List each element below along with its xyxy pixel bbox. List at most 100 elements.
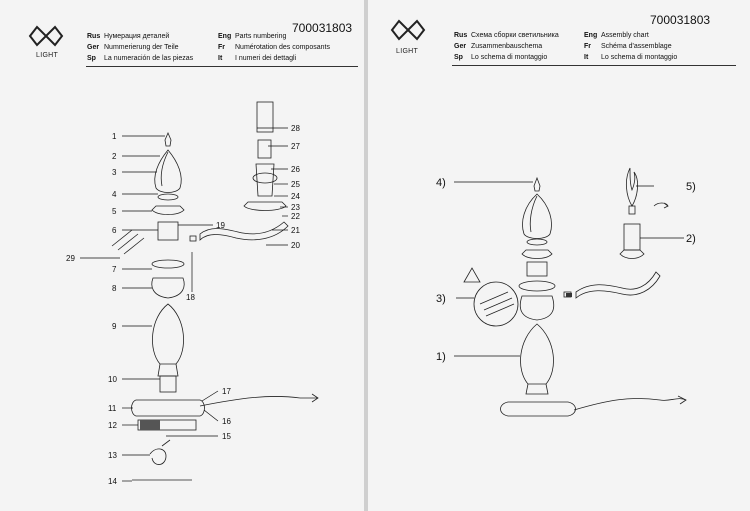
part-number: 21: [291, 226, 300, 235]
cord-part: [199, 396, 301, 407]
lang-code: Eng: [584, 32, 598, 39]
header-text: Zusammenbauschema: [471, 43, 543, 50]
part-number: 28: [291, 124, 300, 133]
flame-bulb-part: [626, 167, 638, 207]
part-number: 5: [112, 207, 117, 216]
header-row: Ger Nummerierung der Teile: [87, 43, 179, 52]
header-text: Numérotation des composants: [235, 44, 330, 51]
lower-glass-part: [519, 295, 555, 321]
step-label: 4): [436, 177, 446, 189]
part-number: 23: [291, 203, 300, 212]
cord-part: [573, 398, 687, 411]
lang-code: Ger: [454, 43, 467, 50]
part-number: 8: [112, 284, 117, 293]
ring-part: [151, 259, 185, 269]
finial-part: [533, 176, 541, 192]
wire-part: [149, 448, 167, 465]
header-row: Sp La numeración de las piezas: [87, 54, 193, 63]
part-number: 24: [291, 192, 300, 201]
stem-part: [159, 375, 177, 393]
article-code: 700031803: [650, 13, 711, 27]
shading-marks: [140, 420, 160, 430]
part-number: 14: [108, 477, 117, 486]
lang-code: Rus: [87, 33, 101, 40]
step-label: 5): [686, 181, 696, 193]
socket-part: [255, 163, 275, 197]
bobeche-part: [243, 201, 287, 211]
rotate-hint-icon: [653, 202, 669, 209]
part-number: 20: [291, 241, 300, 250]
base-part: [500, 401, 576, 417]
exploded-parts-drawing: 1 2 3 4 5 6 7 8 9 10 11 12 13 14 15 16 1…: [66, 101, 319, 486]
detail-circle: [473, 281, 519, 327]
warning-triangle-icon: [463, 267, 481, 283]
part-number: 1: [112, 132, 117, 141]
lamp-socket-left-part: [111, 229, 145, 255]
lang-code: Eng: [218, 33, 232, 40]
part-number: 4: [112, 190, 117, 199]
cup-part: [151, 205, 185, 215]
header-text: Lo schema di montaggio: [601, 54, 678, 61]
arm-holder-part: [157, 221, 179, 241]
finial-part: [164, 131, 172, 147]
header-text: Assembly chart: [601, 32, 649, 39]
header-rule: [452, 65, 736, 66]
base-part: [131, 399, 205, 417]
part-number: 22: [291, 212, 300, 221]
lang-code: Ger: [87, 44, 100, 51]
part-number: 17: [222, 387, 231, 396]
header-text: Схема сборки светильника: [471, 32, 559, 39]
header-row: Sp Lo schema di montaggio: [454, 53, 547, 62]
lang-code: Sp: [454, 54, 463, 61]
header-text: Lo schema di montaggio: [471, 54, 548, 61]
arm-part: [575, 271, 661, 299]
brand-logo-icon: [390, 19, 426, 41]
lower-glass-part: [151, 277, 185, 299]
ring-part: [157, 193, 179, 201]
main-glass-part: [152, 303, 184, 365]
header-text: Parts numbering: [235, 33, 287, 40]
bulb-part: [257, 139, 272, 159]
part-number: 11: [108, 404, 117, 413]
header-text: Nummerierung der Teile: [104, 44, 179, 51]
lang-code: Sp: [87, 55, 96, 62]
part-number: 16: [222, 417, 231, 426]
step-label: 2): [686, 233, 696, 245]
header-row: Fr Numérotation des composants: [218, 43, 330, 52]
part-number: 10: [108, 375, 117, 384]
upper-glass-part: [522, 193, 552, 239]
part-number: 27: [291, 142, 300, 151]
upper-glass-part: [154, 149, 182, 193]
header-text: I numeri dei dettagli: [235, 55, 297, 62]
brand-logo-text: LIGHT: [36, 52, 59, 59]
part-number: 15: [222, 432, 231, 441]
header-row: Ger Zusammenbauschema: [454, 42, 542, 51]
header-row: It I numeri dei dettagli: [218, 54, 296, 63]
part-number: 29: [66, 254, 75, 263]
part-number: 9: [112, 322, 117, 331]
header-text: La numeración de las piezas: [104, 55, 194, 62]
connector-mark: [566, 293, 572, 297]
spacer-part: [189, 235, 197, 242]
assembly-drawing: 4) 5) 2) 3) 1): [436, 167, 696, 417]
header-rule: [86, 66, 358, 67]
part-number-labels: 1 2 3 4 5 6 7 8 9 10 11 12 13 14 15 16 1…: [66, 124, 300, 486]
part-number: 18: [186, 293, 195, 302]
part-number: 7: [112, 265, 117, 274]
arm-part: [199, 221, 289, 241]
candle-sleeve-part: [256, 101, 274, 133]
step-label: 3): [436, 293, 446, 305]
candle-sleeve-part: [623, 223, 641, 251]
part-number: 19: [216, 221, 225, 230]
header-text: Schéma d'assemblage: [601, 43, 672, 50]
main-glass-part: [520, 323, 554, 385]
lang-code: It: [218, 55, 223, 62]
lang-code: Fr: [218, 44, 225, 51]
part-number: 13: [108, 451, 117, 460]
part-number: 6: [112, 226, 117, 235]
